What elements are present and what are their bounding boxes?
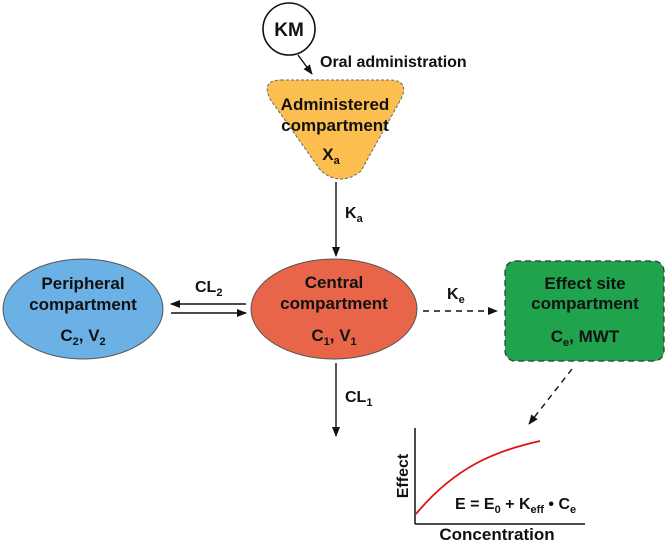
ka-edge: Ka bbox=[332, 182, 364, 257]
effect-site-title-line1: Effect site bbox=[544, 274, 625, 293]
km-node: KM bbox=[262, 2, 316, 56]
effect-site-box bbox=[504, 260, 665, 362]
peripheral-compartment: Peripheral compartment C2, V2 bbox=[2, 258, 164, 360]
oral-administration-edge: Oral administration bbox=[297, 54, 467, 75]
effect-equation: E = E0 + Keff • Ce bbox=[455, 496, 576, 516]
peripheral-ellipse bbox=[2, 258, 164, 360]
central-title-line2: compartment bbox=[280, 294, 388, 313]
ka-label: Ka bbox=[345, 205, 364, 225]
cl1-edge: CL1 bbox=[332, 363, 372, 437]
cl2-edge: CL2 bbox=[170, 279, 247, 317]
effect-plot-ylabel: Effect bbox=[395, 453, 412, 498]
effect-plot-xlabel: Concentration bbox=[439, 525, 554, 543]
administered-shape bbox=[266, 79, 405, 180]
central-compartment: Central compartment C1, V1 bbox=[250, 258, 418, 360]
effect-plot: Effect Concentration E = E0 + Keff • Ce bbox=[395, 428, 585, 543]
central-params: C1, V1 bbox=[311, 326, 356, 348]
km-circle bbox=[262, 2, 316, 56]
central-ellipse bbox=[250, 258, 418, 360]
ke-label: Ke bbox=[447, 286, 465, 306]
effect-site-title-line2: compartment bbox=[531, 294, 639, 313]
oral-arrow bbox=[297, 54, 313, 75]
cl1-label: CL1 bbox=[345, 389, 372, 409]
administered-title-line1: Administered bbox=[281, 95, 390, 114]
cl2-label: CL2 bbox=[195, 279, 222, 299]
peripheral-title-line1: Peripheral bbox=[41, 274, 124, 293]
administered-compartment: Administered compartment Xa bbox=[266, 79, 405, 180]
peripheral-params: C2, V2 bbox=[60, 326, 105, 348]
effect-curve bbox=[415, 440, 541, 515]
peripheral-title-line2: compartment bbox=[29, 295, 137, 314]
administered-title-line2: compartment bbox=[281, 116, 389, 135]
ke-edge: Ke bbox=[423, 286, 498, 315]
effect-site-compartment: Effect site compartment Ce, MWT bbox=[504, 260, 665, 362]
oral-administration-label: Oral administration bbox=[320, 54, 467, 71]
central-title-line1: Central bbox=[305, 273, 364, 292]
effect-plot-arrow bbox=[528, 368, 573, 425]
effect-site-params: Ce, MWT bbox=[551, 327, 620, 349]
administered-param: Xa bbox=[322, 145, 340, 167]
km-label: KM bbox=[274, 20, 304, 41]
